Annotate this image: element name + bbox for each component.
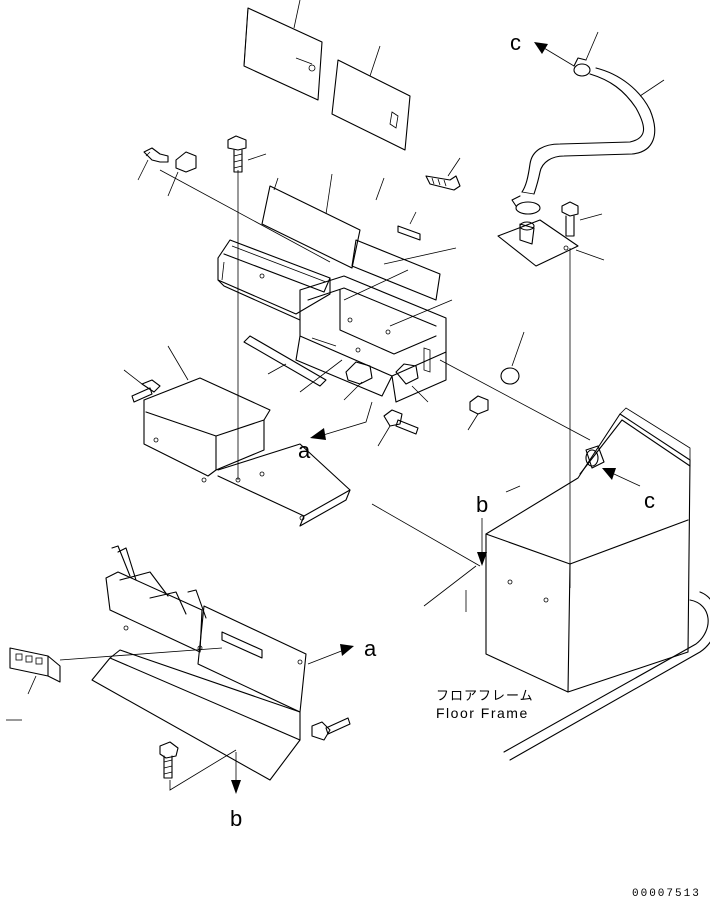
callout-arrow-b-lower bbox=[231, 752, 241, 794]
drawing-code: 00007513 bbox=[632, 888, 701, 900]
floor-frame-jp-label: フロアフレーム bbox=[436, 688, 534, 703]
bolt-right-plate bbox=[561, 201, 603, 237]
bolt-top-right bbox=[425, 157, 461, 191]
assembly-line-top bbox=[159, 169, 331, 263]
lower-panel bbox=[91, 545, 307, 781]
label-b-upper: b bbox=[476, 492, 488, 517]
switch-panel bbox=[6, 647, 223, 721]
assembly-line-b bbox=[423, 565, 477, 607]
callout-arrow-b-upper bbox=[477, 518, 487, 566]
grommet bbox=[500, 331, 525, 385]
cover-plate-upper-right bbox=[331, 45, 411, 151]
tank-body bbox=[485, 248, 691, 693]
label-a-upper: a bbox=[298, 438, 311, 463]
callout-arrow-a-lower bbox=[307, 644, 354, 665]
bolt-top-left bbox=[137, 147, 169, 181]
assembly-line-middle bbox=[371, 503, 481, 567]
assembly-line-right bbox=[439, 359, 591, 441]
nut bbox=[467, 395, 489, 431]
floor-frame bbox=[503, 591, 710, 761]
label-c-top: c bbox=[510, 30, 521, 55]
floor-frame-en-label: Floor Frame bbox=[436, 705, 529, 721]
hose bbox=[521, 67, 665, 195]
label-a-lower: a bbox=[364, 636, 377, 661]
cover-plate-upper-left bbox=[243, 0, 323, 101]
callout-arrow-c-top bbox=[534, 42, 575, 67]
bolt-center-lower bbox=[377, 409, 419, 447]
bracket-assembly bbox=[217, 173, 457, 403]
label-c-right: c bbox=[644, 488, 655, 513]
bolt-lower-right bbox=[311, 717, 351, 741]
clip-top-left bbox=[167, 151, 197, 197]
callout-arrow-a-upper bbox=[310, 401, 373, 440]
bolt-lower-center bbox=[159, 741, 237, 791]
bolt-lower-left bbox=[123, 369, 161, 403]
lower-left-box bbox=[143, 345, 271, 483]
callout-arrow-c-right bbox=[602, 468, 641, 487]
clamp-hose-end bbox=[511, 195, 541, 215]
label-b-lower: b bbox=[230, 806, 242, 831]
bolt-top-center bbox=[227, 135, 267, 173]
adapter-plate bbox=[497, 219, 605, 267]
clamp-top bbox=[573, 31, 599, 77]
